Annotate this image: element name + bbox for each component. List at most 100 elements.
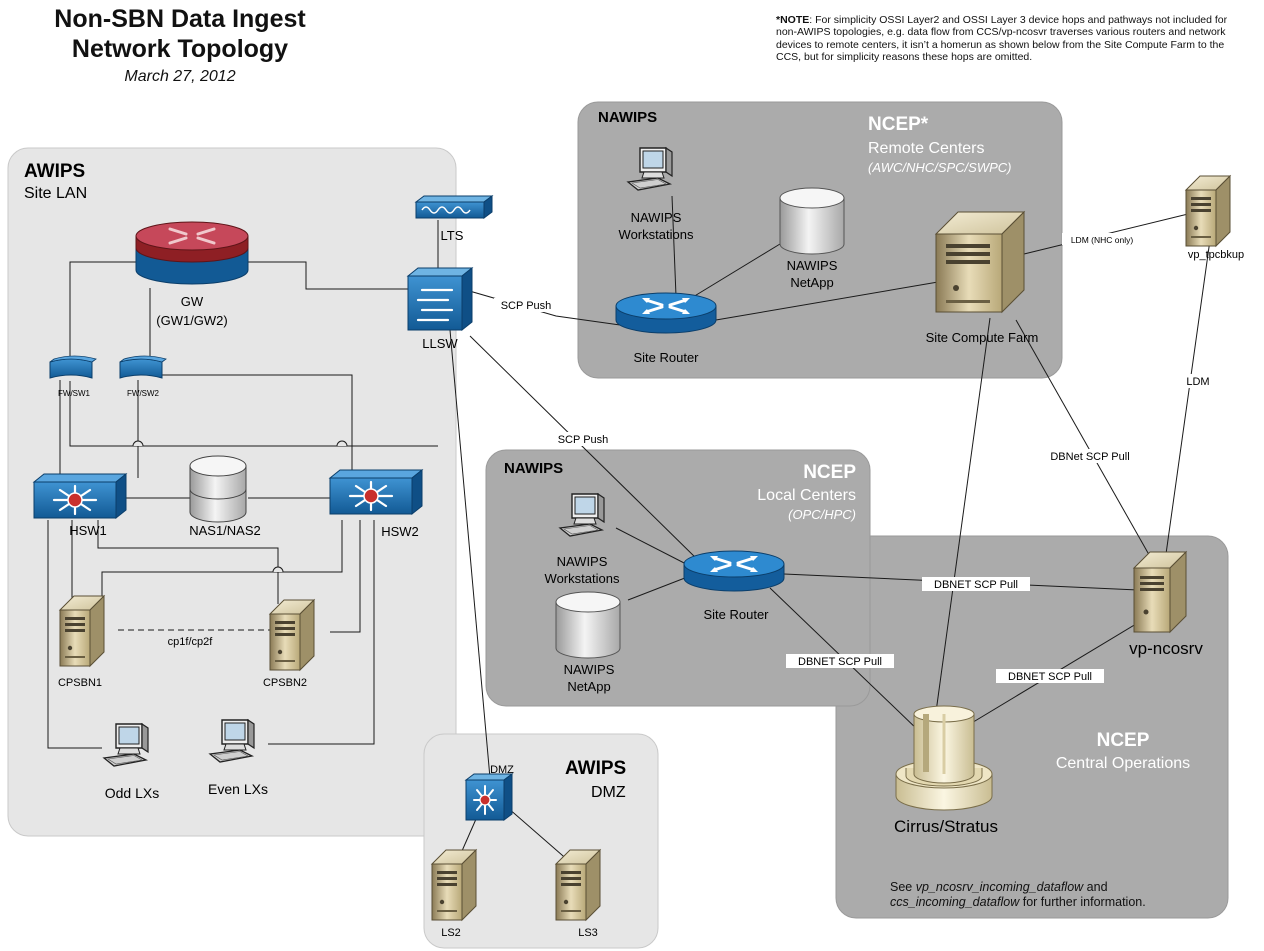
link-hsw1-cpsbn2 <box>97 520 279 604</box>
link-fw2-hsw2 <box>150 374 353 470</box>
line-hops <box>132 440 348 573</box>
lts-terminal-server-icon <box>414 195 494 219</box>
nas-storage-icon <box>189 455 247 523</box>
cpsbn1-server-icon <box>59 595 105 667</box>
site-compute-farm-server-icon <box>934 210 1026 314</box>
central-subtitle: Central Operations <box>1056 755 1190 772</box>
ls2-server-icon <box>431 849 477 921</box>
ls2-label: LS2 <box>441 927 461 939</box>
llsw-label: LLSW <box>422 336 458 351</box>
link-local-ws-router <box>615 527 691 567</box>
link-llsw-dmz <box>449 329 491 779</box>
footer-reference-note: See vp_ncosrv_incoming_dataflow and ccs_… <box>890 880 1250 910</box>
link-farm-ncosrv <box>1015 319 1153 561</box>
link-labels: SCP Push SCP Push LDM (NHC only) LDM DBN… <box>494 233 1214 683</box>
vp-ncosrv-server-icon <box>1132 550 1188 634</box>
footer-prefix: See <box>890 880 916 894</box>
hsw2-switch-icon <box>328 468 424 516</box>
footer-mid: and <box>1083 880 1108 894</box>
llsw-switch-icon <box>406 266 474 332</box>
link-scp-push-local <box>469 335 701 563</box>
title-line-2: Network Topology <box>71 35 289 63</box>
footer-ref-2: ccs_incoming_dataflow <box>890 895 1020 909</box>
local-nawips-tag: NAWIPS <box>504 460 563 477</box>
link-farm-cirrus <box>935 317 991 713</box>
dbnet-pull-local-ncosrv-label: DBNET SCP Pull <box>934 579 1018 591</box>
link-gw-llsw <box>248 261 410 290</box>
gateway-router-icon <box>135 221 249 285</box>
scp-push-local-label: SCP Push <box>558 434 609 446</box>
remote-ws-label-1: NAWIPS <box>631 210 682 225</box>
local-subtitle: Local Centers <box>757 487 856 504</box>
lts-label: LTS <box>441 228 464 243</box>
cpsbn2-label: CPSBN2 <box>263 677 307 689</box>
cpsbn2-server-icon <box>269 599 315 671</box>
note-label: *NOTE <box>776 14 810 26</box>
note-body: : For simplicity OSSI Layer2 and OSSI La… <box>776 14 1228 64</box>
cp1f-cp2f-label: cp1f/cp2f <box>168 636 214 648</box>
fw2-label: FW/SW2 <box>127 389 160 398</box>
ldm-label: LDM <box>1186 376 1209 388</box>
even-lx-label: Even LXs <box>208 781 268 797</box>
link-dmz-ls3 <box>507 807 571 863</box>
dmz-switch-icon <box>464 773 514 821</box>
cirrus-stratus-mainframe-icon <box>895 705 993 811</box>
local-ws-label-2: Workstations <box>545 571 620 586</box>
gw-sublabel: (GW1/GW2) <box>156 313 228 328</box>
title-line-1: Non-SBN Data Ingest <box>54 5 306 33</box>
hsw2-label: HSW2 <box>381 524 419 539</box>
central-ncep-title: NCEP <box>1097 730 1150 751</box>
link-remote-ws-router <box>671 195 677 297</box>
ncep-central-operations-zone <box>835 535 1229 919</box>
compute-farm-label: Site Compute Farm <box>926 330 1039 345</box>
awips-dmz-title: AWIPS <box>565 758 626 779</box>
local-ws-label-1: NAWIPS <box>557 554 608 569</box>
dbnet-pull-remote-label: DBNet SCP Pull <box>1050 451 1129 463</box>
remote-site-router-icon <box>614 291 718 335</box>
gw-label: GW <box>181 294 204 309</box>
link-hsw2-cpsbn2 <box>330 520 361 633</box>
ls3-label: LS3 <box>578 927 598 939</box>
local-site-router-icon <box>682 549 786 593</box>
link-remote-router-farm <box>715 281 939 321</box>
footer-suffix: for further information. <box>1019 895 1146 909</box>
dbnet-pull-local-cirrus-label: DBNET SCP Pull <box>798 656 882 668</box>
remote-nawips-tag: NAWIPS <box>598 109 657 126</box>
hsw1-switch-icon <box>32 472 128 520</box>
remote-router-label: Site Router <box>633 350 699 365</box>
remote-netapp-label-1: NAWIPS <box>787 258 838 273</box>
fw1-label: FW/SW1 <box>58 389 91 398</box>
tpcbkup-label: vp_tpcbkup <box>1188 249 1244 261</box>
link-remote-netapp-router <box>687 243 781 301</box>
vp-tpcbkup-server-icon <box>1185 175 1231 247</box>
local-ncep-title: NCEP <box>803 462 856 483</box>
link-gw-fw1 <box>69 261 138 358</box>
link-hsw2-cpsbn1 <box>101 520 343 604</box>
awips-site-subtitle: Site LAN <box>24 185 87 202</box>
ncosrv-label: vp-ncosrv <box>1129 639 1203 658</box>
note-text: *NOTE: For simplicity OSSI Layer2 and OS… <box>776 14 1246 64</box>
fw-sw1-icon <box>49 355 97 379</box>
link-tpcbkup-ncosrv <box>1165 239 1211 555</box>
remote-ncep-title: NCEP* <box>868 114 929 135</box>
cirrus-label: Cirrus/Stratus <box>894 817 998 836</box>
ls3-server-icon <box>555 849 601 921</box>
remote-ws-label-2: Workstations <box>619 227 694 242</box>
dmz-switch-label: DMZ <box>490 764 514 776</box>
local-router-label: Site Router <box>703 607 769 622</box>
local-detail: (OPC/HPC) <box>788 507 856 522</box>
link-hsw1-down <box>47 520 102 749</box>
remote-netapp-label-2: NetApp <box>790 275 833 290</box>
odd-lx-label: Odd LXs <box>105 785 159 801</box>
ldm-nhc-label: LDM (NHC only) <box>1071 235 1134 245</box>
cpsbn1-label: CPSBN1 <box>58 677 102 689</box>
fw-sw2-icon <box>119 355 167 379</box>
dbnet-pull-ncosrv-cirrus-label: DBNET SCP Pull <box>1008 671 1092 683</box>
remote-subtitle: Remote Centers <box>868 140 985 157</box>
hsw1-label: HSW1 <box>69 523 107 538</box>
awips-site-title: AWIPS <box>24 161 85 182</box>
link-fw1-down <box>69 381 438 447</box>
local-netapp-storage-icon <box>555 591 621 659</box>
link-local-netapp-router <box>627 575 691 601</box>
scp-push-remote-label: SCP Push <box>501 300 552 312</box>
